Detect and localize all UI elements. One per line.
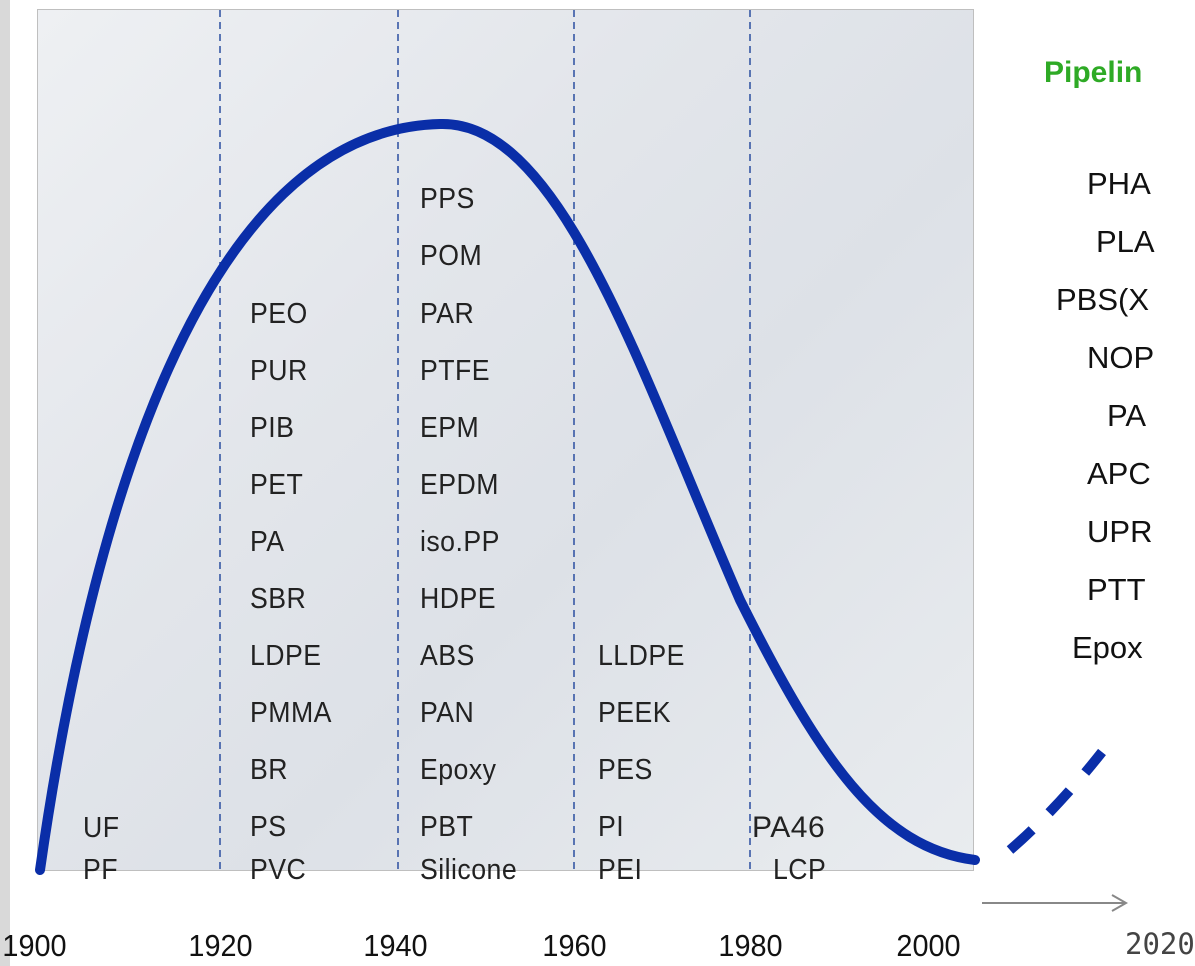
polymer-label: EPM	[420, 412, 480, 444]
polymer-label: PPS	[420, 183, 475, 215]
x-tick-label: 1960	[542, 928, 607, 963]
x-tick-label: 1980	[718, 928, 783, 963]
timeline-arrow	[982, 894, 1129, 912]
pipeline-item: UPR	[1087, 514, 1153, 549]
polymer-label: PET	[250, 469, 304, 501]
polymer-label: PES	[598, 754, 653, 786]
polymer-label: PTFE	[420, 355, 491, 387]
pipeline-item: PLA	[1096, 224, 1155, 259]
polymer-label: PMMA	[250, 697, 332, 729]
polymer-label: PVC	[250, 854, 307, 886]
x-tick-label-2020: 2020	[1125, 927, 1195, 961]
polymer-label: LCP	[773, 854, 827, 886]
polymer-label: LDPE	[250, 640, 322, 672]
pipeline-item: PHA	[1087, 166, 1151, 201]
pipeline-item: PTT	[1087, 572, 1146, 607]
x-tick-label: 1920	[188, 928, 253, 963]
polymer-label: PBT	[420, 811, 474, 843]
polymer-label: PS	[250, 811, 287, 843]
pipeline-title: Pipelin	[1044, 56, 1143, 89]
polymer-label: UF	[83, 812, 120, 844]
left-edge-bar	[0, 0, 10, 966]
pipeline-item: PBS(X	[1056, 282, 1150, 317]
polymer-label: PA	[250, 526, 285, 558]
x-tick-label: 1940	[363, 928, 428, 963]
polymer-label: POM	[420, 240, 483, 272]
innovation-curve	[35, 118, 980, 875]
polymer-label: PA46	[752, 811, 826, 844]
polymer-label: PI	[598, 811, 625, 843]
polymer-label: PEI	[598, 854, 643, 886]
polymer-label: PEEK	[598, 697, 672, 729]
future-dashed-curve	[1006, 748, 1106, 854]
polymer-label: iso.PP	[420, 526, 500, 558]
polymer-label: ABS	[420, 640, 475, 672]
polymer-label: PIB	[250, 412, 295, 444]
polymer-label: EPDM	[420, 469, 499, 501]
polymer-label: LLDPE	[598, 640, 685, 672]
pipeline-item: Epox	[1072, 630, 1143, 665]
polymer-label: BR	[250, 754, 288, 786]
polymer-label: Epoxy	[420, 754, 497, 786]
pipeline-item: APC	[1087, 456, 1151, 491]
polymer-label: PF	[83, 854, 119, 886]
polymer-label: PAR	[420, 298, 475, 330]
x-tick-label: 2000	[896, 928, 961, 963]
pipeline-item: NOP	[1087, 340, 1155, 375]
polymer-label: PUR	[250, 355, 308, 387]
polymer-label: SBR	[250, 583, 307, 615]
polymer-label: HDPE	[420, 583, 496, 615]
pipeline-item: PA	[1107, 398, 1147, 433]
x-tick-label: 1900	[2, 928, 67, 963]
polymer-label: PEO	[250, 298, 308, 330]
polymer-label: Silicone	[420, 854, 518, 886]
polymer-label: PAN	[420, 697, 475, 729]
